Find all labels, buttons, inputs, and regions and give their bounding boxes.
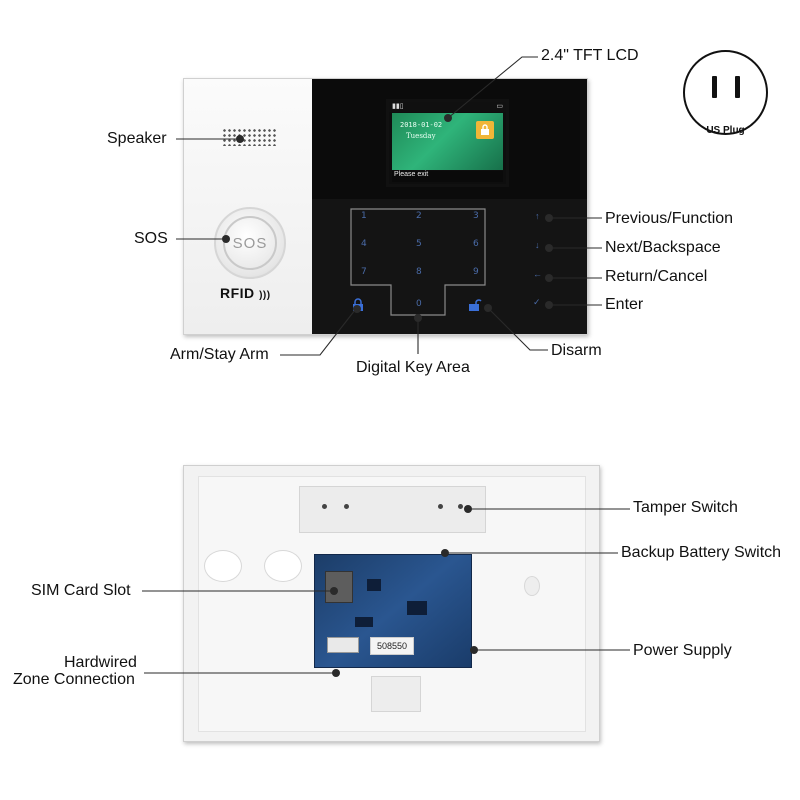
key-1[interactable]: 1 bbox=[361, 211, 367, 221]
sos-button[interactable]: SOS bbox=[214, 207, 286, 279]
arm-stay-arm-label: Arm/Stay Arm bbox=[170, 346, 269, 363]
leader-dot bbox=[441, 549, 449, 557]
leader-dot bbox=[414, 314, 422, 322]
next-backspace-key[interactable]: ↓ bbox=[535, 240, 540, 250]
rfid-text: RFID bbox=[220, 285, 255, 301]
sos-label: SOS bbox=[134, 230, 168, 247]
mount-hole bbox=[344, 504, 349, 509]
key-7[interactable]: 7 bbox=[361, 267, 367, 277]
lcd-day: Tuesday bbox=[406, 132, 436, 140]
mount-hole bbox=[438, 504, 443, 509]
power-supply-label: Power Supply bbox=[633, 642, 732, 659]
return-cancel-label: Return/Cancel bbox=[605, 268, 708, 285]
leader-dot bbox=[236, 135, 244, 143]
leader-dot bbox=[222, 235, 230, 243]
enter-label: Enter bbox=[605, 296, 644, 313]
leader-dot bbox=[545, 274, 553, 282]
disarm-label: Disarm bbox=[551, 342, 602, 359]
us-plug-icon bbox=[683, 50, 768, 135]
mount-hole bbox=[458, 504, 463, 509]
us-plug-label: US Plug bbox=[706, 125, 745, 136]
leader-dot bbox=[470, 646, 478, 654]
leader-dot bbox=[332, 669, 340, 677]
return-cancel-key[interactable]: ← bbox=[533, 269, 542, 279]
lcd-lock-icon bbox=[476, 121, 494, 139]
hardwired-zone-connector[interactable] bbox=[327, 637, 359, 653]
mount-cutout-left bbox=[204, 550, 242, 582]
key-8[interactable]: 8 bbox=[416, 267, 422, 277]
pcb-chip bbox=[367, 579, 381, 591]
bottom-mount-tab bbox=[371, 676, 421, 712]
leader-dot bbox=[353, 305, 361, 313]
key-5[interactable]: 5 bbox=[416, 239, 422, 249]
digital-key-area-outline bbox=[350, 208, 486, 316]
key-4[interactable]: 4 bbox=[361, 239, 367, 249]
key-2[interactable]: 2 bbox=[416, 211, 422, 221]
battery-icon: ▭ bbox=[496, 103, 503, 110]
leader-dot bbox=[464, 505, 472, 513]
rfid-logo: RFID ))) bbox=[220, 285, 271, 301]
key-0[interactable]: 0 bbox=[416, 299, 422, 309]
leader-dot bbox=[545, 244, 553, 252]
lcd-footer: Please exit bbox=[392, 171, 503, 182]
leader-dot bbox=[444, 114, 452, 122]
hardwired-label-line1: Hardwired bbox=[64, 654, 137, 671]
alarm-panel-back: 508550 bbox=[183, 465, 600, 742]
pcb-chip bbox=[407, 601, 427, 615]
previous-function-label: Previous/Function bbox=[605, 210, 734, 227]
leader-dot bbox=[545, 214, 553, 222]
enter-key[interactable]: ✓ bbox=[533, 297, 541, 307]
digital-key-area-label: Digital Key Area bbox=[356, 359, 470, 376]
speaker-label: Speaker bbox=[107, 130, 167, 147]
tft-lcd-label: 2.4" TFT LCD bbox=[541, 47, 639, 64]
key-6[interactable]: 6 bbox=[473, 239, 479, 249]
key-9[interactable]: 9 bbox=[473, 267, 479, 277]
screw-hole bbox=[524, 576, 540, 596]
lcd-status-bar: ▮▮▯ ▭ bbox=[389, 102, 506, 112]
lcd-screen: 2018-01-02 Tuesday bbox=[392, 113, 503, 170]
circuit-board: 508550 bbox=[314, 554, 472, 668]
front-left-panel bbox=[184, 79, 312, 334]
leader-dot bbox=[545, 301, 553, 309]
key-3[interactable]: 3 bbox=[473, 211, 479, 221]
leader-dot bbox=[484, 304, 492, 312]
mount-hole bbox=[322, 504, 327, 509]
rfid-wave-icon: ))) bbox=[259, 290, 271, 301]
signal-icon: ▮▮▯ bbox=[392, 103, 404, 110]
lcd-footer-text: Please exit bbox=[394, 171, 429, 178]
pcb-chip bbox=[355, 617, 373, 627]
plug-prong-left bbox=[712, 76, 717, 98]
alarm-panel-front: SOS RFID ))) ▮▮▯ ▭ 2018-01-02 Tuesday Pl… bbox=[183, 78, 588, 335]
sim-card-slot-label: SIM Card Slot bbox=[31, 582, 131, 599]
pcb-serial-label: 508550 bbox=[370, 637, 414, 655]
leader-dot bbox=[330, 587, 338, 595]
mount-cutout-right bbox=[264, 550, 302, 582]
tamper-switch-label: Tamper Switch bbox=[633, 499, 738, 516]
backup-battery-switch-label: Backup Battery Switch bbox=[621, 544, 782, 561]
tft-lcd-display: ▮▮▯ ▭ 2018-01-02 Tuesday Please exit bbox=[386, 99, 509, 187]
sim-card-slot[interactable] bbox=[325, 571, 353, 603]
hardwired-label-line2: Zone Connection bbox=[13, 671, 135, 688]
plug-prong-right bbox=[735, 76, 740, 98]
previous-function-key[interactable]: ↑ bbox=[535, 211, 540, 221]
tamper-switch-housing bbox=[299, 486, 486, 533]
disarm-unlock-icon[interactable] bbox=[468, 298, 482, 314]
lcd-date: 2018-01-02 bbox=[400, 121, 443, 129]
sos-button-text: SOS bbox=[223, 216, 277, 270]
next-backspace-label: Next/Backspace bbox=[605, 239, 721, 256]
